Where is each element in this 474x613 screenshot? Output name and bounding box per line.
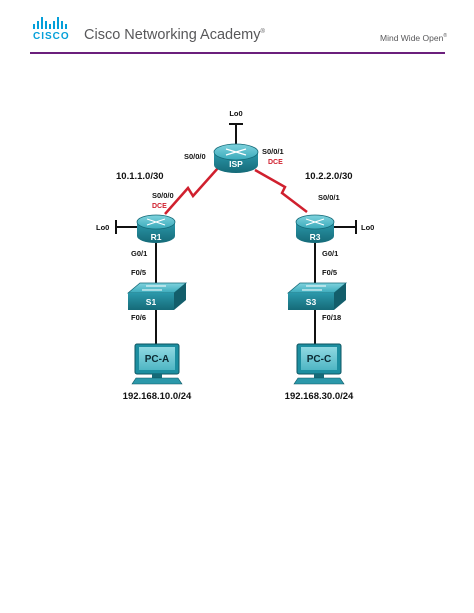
switch-s3-label: S3	[306, 297, 317, 307]
cisco-logo-icon	[33, 17, 67, 29]
router-isp-label: ISP	[229, 159, 243, 169]
switch-s3[interactable]: S3	[286, 282, 348, 310]
switch-s1-label: S1	[146, 297, 157, 307]
pc-a-label: PC-A	[145, 354, 169, 365]
r3-s001-label: S0/0/1	[318, 193, 340, 202]
r1-g01-label: G0/1	[131, 249, 147, 258]
router-r1[interactable]: R1	[136, 214, 176, 243]
serial-link-r1-isp	[164, 167, 219, 215]
r1-dce-label: DCE	[152, 203, 167, 210]
r1-lo0-label: Lo0	[96, 223, 109, 232]
academy-title-text: Cisco Networking Academy	[84, 27, 261, 43]
page-header: CISCO Cisco Networking Academy® Mind Wid…	[0, 0, 474, 55]
header-rule	[30, 52, 445, 54]
s3-f05-label: F0/5	[322, 268, 337, 277]
isp-s000-label: S0/0/0	[184, 152, 206, 161]
pc-a[interactable]: PC-A	[131, 343, 183, 385]
cisco-wordmark: CISCO	[33, 31, 70, 42]
r3-g01-label: G0/1	[322, 249, 338, 258]
tagline: Mind Wide Open®	[380, 33, 447, 43]
switch-s1[interactable]: S1	[126, 282, 188, 310]
pc-c[interactable]: PC-C	[293, 343, 345, 385]
s1-f05-label: F0/5	[131, 268, 146, 277]
academy-title-mark: ®	[260, 29, 265, 36]
left-lan-network-label: 192.168.10.0/24	[123, 391, 192, 402]
right-wan-network-label: 10.2.2.0/30	[305, 171, 353, 182]
s3-f018-label: F0/18	[322, 313, 341, 322]
router-arrows-icon	[146, 218, 166, 226]
router-r3-label: R3	[310, 232, 321, 242]
keyboard-icon	[131, 377, 183, 385]
serial-link-isp-r3	[254, 168, 308, 213]
router-isp[interactable]: ISP	[213, 143, 259, 173]
tagline-text: Mind Wide Open	[380, 33, 444, 43]
router-r3[interactable]: R3	[295, 214, 335, 243]
right-lan-network-label: 192.168.30.0/24	[285, 391, 354, 402]
tagline-mark: ®	[443, 33, 447, 40]
pc-c-label: PC-C	[307, 354, 331, 365]
left-wan-network-label: 10.1.1.0/30	[116, 171, 164, 182]
r3-lo0-label: Lo0	[361, 223, 374, 232]
s1-f06-label: F0/6	[131, 313, 146, 322]
switch-arrows-icon	[142, 285, 166, 291]
isp-lo0-label: Lo0	[229, 109, 242, 118]
isp-s001-label: S0/0/1	[262, 147, 284, 156]
keyboard-icon	[293, 377, 345, 385]
isp-dce-label: DCE	[268, 159, 283, 166]
switch-arrows-icon	[302, 285, 326, 291]
router-arrows-icon	[305, 218, 325, 226]
academy-title: Cisco Networking Academy®	[84, 27, 265, 43]
router-r1-label: R1	[151, 232, 162, 242]
r1-s000-label: S0/0/0	[152, 191, 174, 200]
router-arrows-icon	[225, 148, 247, 156]
